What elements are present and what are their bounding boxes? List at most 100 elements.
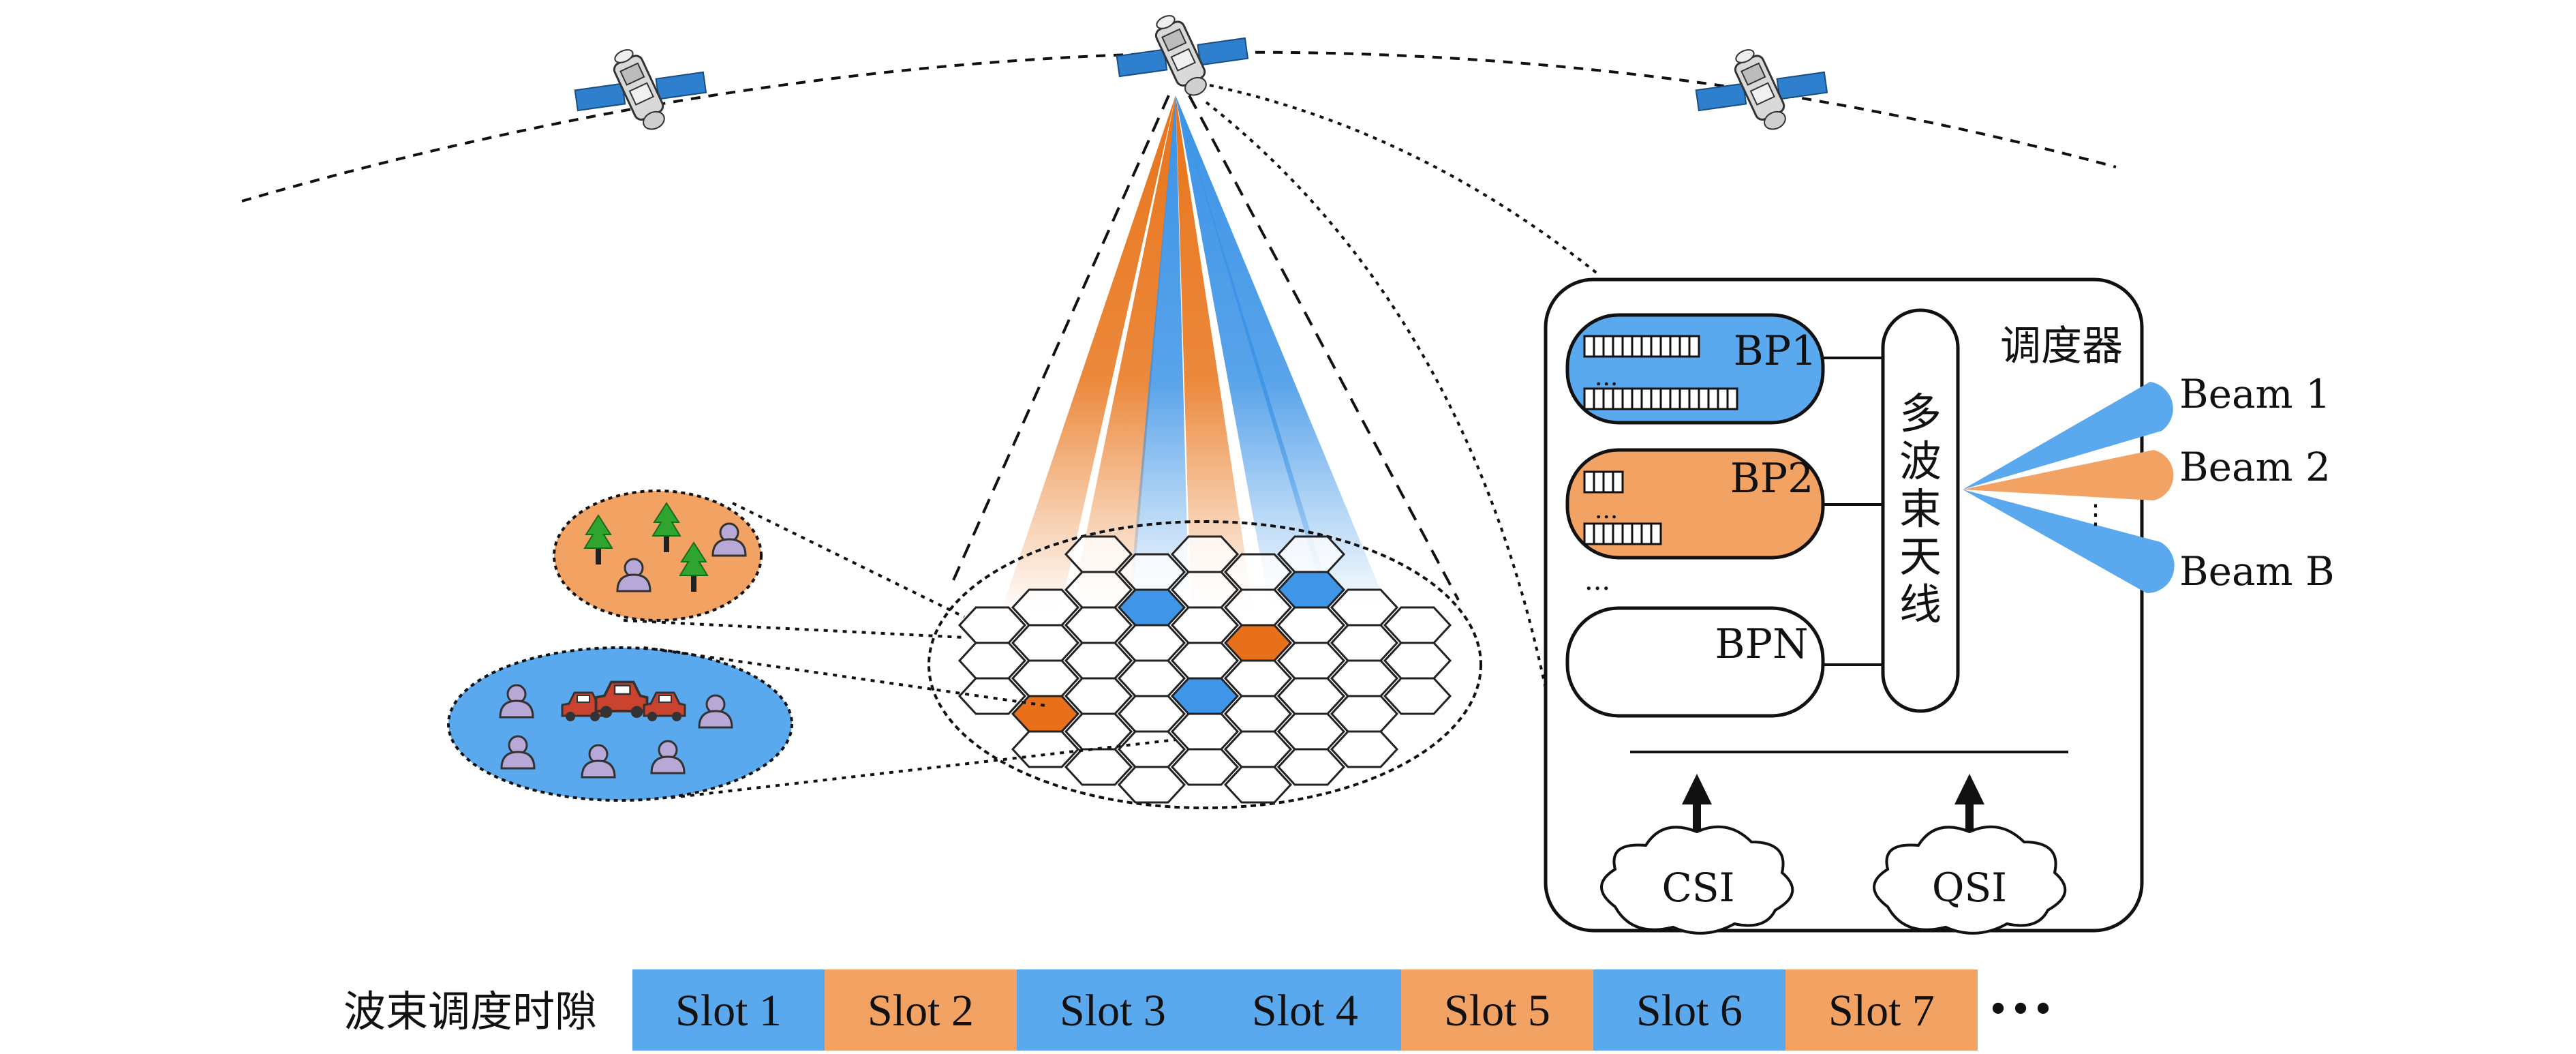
hex-cell [1117, 659, 1186, 697]
satellite-icon [1116, 10, 1249, 102]
queue-buffer [1583, 522, 1662, 545]
hex-cell [1276, 712, 1346, 751]
antenna-char: 天 [1899, 532, 1942, 582]
hex-cell [1117, 695, 1186, 733]
hex-cell [1276, 677, 1346, 715]
zoom-line [623, 619, 965, 639]
coverage-edge-left [949, 95, 1170, 587]
slot-label: Slot 5 [1444, 986, 1550, 1036]
bp2-label: BP2 [1730, 455, 1814, 502]
hex-cell [1064, 642, 1133, 680]
beam-label: Beam 2 [2179, 444, 2331, 490]
coverage-area [927, 520, 1482, 809]
slot-label: Slot 2 [868, 986, 974, 1036]
hex-cell [1170, 677, 1240, 715]
hex-cell [1011, 624, 1080, 662]
antenna-char: 多 [1899, 389, 1942, 438]
hex-cell [1383, 642, 1452, 680]
beam-pool-bpn [1565, 606, 1825, 718]
output-beam-b [1963, 490, 2175, 594]
hex-cell [1170, 748, 1240, 786]
beam-ellipsis: ⋮ [2082, 499, 2109, 530]
beam-ray [1128, 95, 1189, 614]
csi-label: CSI [1661, 864, 1734, 911]
beam-ray [1070, 95, 1176, 614]
hex-cell [1276, 748, 1346, 786]
slot-label: Slot 1 [675, 986, 782, 1036]
arrow-up-icon [1954, 774, 1984, 804]
coverage-edge-right [1188, 95, 1460, 601]
slot-label: Slot 4 [1252, 986, 1358, 1036]
timeline-label: 波束调度时隙 [343, 987, 597, 1036]
pool-ellipsis: ... [1584, 565, 1610, 597]
hex-cell [1011, 730, 1080, 768]
rural-cluster [553, 490, 763, 622]
scheduler-panel [1544, 277, 2144, 933]
beam-label: Beam 1 [2179, 371, 2331, 417]
slot-cell [1017, 969, 1209, 1051]
beam-ray [1176, 95, 1254, 614]
beam-ray [1176, 95, 1390, 614]
scheduler-link-bottom [1205, 101, 1547, 689]
queue-buffer [1583, 387, 1738, 410]
multibeam-antenna [1881, 308, 1960, 713]
hex-cell [1064, 712, 1133, 751]
antenna-char: 波 [1899, 436, 1942, 486]
arrow-up-icon [1682, 774, 1712, 804]
antenna-char: 线 [1899, 579, 1942, 629]
cloud-icon [1873, 825, 2067, 935]
qsi-label: QSI [1932, 864, 2007, 911]
hex-cell [1223, 695, 1293, 733]
satellite-icon [1695, 44, 1828, 136]
hex-cell [1276, 642, 1346, 680]
slot-label: Slot 7 [1828, 986, 1935, 1036]
queue-ellipsis: ... [1595, 496, 1618, 524]
hex-cell [1383, 606, 1452, 644]
timeline-more: ••• [1987, 988, 2054, 1032]
output-beam-1 [1963, 382, 2173, 490]
hex-cell [1064, 748, 1133, 786]
bp1-label: BP1 [1734, 327, 1818, 375]
hex-cell [1383, 677, 1452, 715]
hex-cell [1330, 659, 1399, 697]
beam-label: Beam B [2179, 548, 2335, 594]
output-beam-2 [1963, 450, 2174, 500]
hex-cell [1117, 766, 1186, 804]
hex-cell [957, 677, 1027, 715]
hex-cell [1011, 659, 1080, 697]
hex-cell [1330, 695, 1399, 733]
hex-cell [1223, 659, 1293, 697]
scheduler-title: 调度器 [2000, 322, 2123, 370]
satellite-icon [574, 44, 707, 136]
slot-cell [1401, 969, 1593, 1051]
urban-cluster [447, 646, 793, 802]
slot-label: Slot 3 [1060, 986, 1166, 1036]
zoom-line [732, 502, 965, 618]
hex-cell [1223, 766, 1293, 804]
hex-cell [1223, 730, 1293, 768]
hex-cell [1223, 624, 1293, 662]
hex-cell [1064, 677, 1133, 715]
slot-cell [1593, 969, 1785, 1051]
timeline-slots: Slot 1 Slot 2 Slot 3 Slot 4 Slot 5 Slot 6 Slot… [632, 969, 1978, 1051]
scheduler-link-top [1209, 84, 1599, 275]
slot-cell [1209, 969, 1401, 1051]
hex-cell [1170, 642, 1240, 680]
beam-ray [1000, 95, 1176, 614]
queue-buffer [1583, 470, 1624, 494]
slot-cell [632, 969, 825, 1051]
bpn-label: BPN [1715, 620, 1809, 668]
slot-cell [825, 969, 1017, 1051]
antenna-char: 束 [1899, 484, 1942, 534]
slot-cell [1785, 969, 1978, 1051]
slot-label: Slot 6 [1636, 986, 1743, 1036]
zoom-line [671, 738, 1176, 799]
satellite-beams [1000, 95, 1390, 614]
hex-cell [1330, 730, 1399, 768]
queue-buffer [1583, 335, 1700, 358]
queue-ellipsis: ... [1595, 363, 1618, 391]
zoom-line [643, 646, 1047, 707]
hex-cell [1117, 730, 1186, 768]
